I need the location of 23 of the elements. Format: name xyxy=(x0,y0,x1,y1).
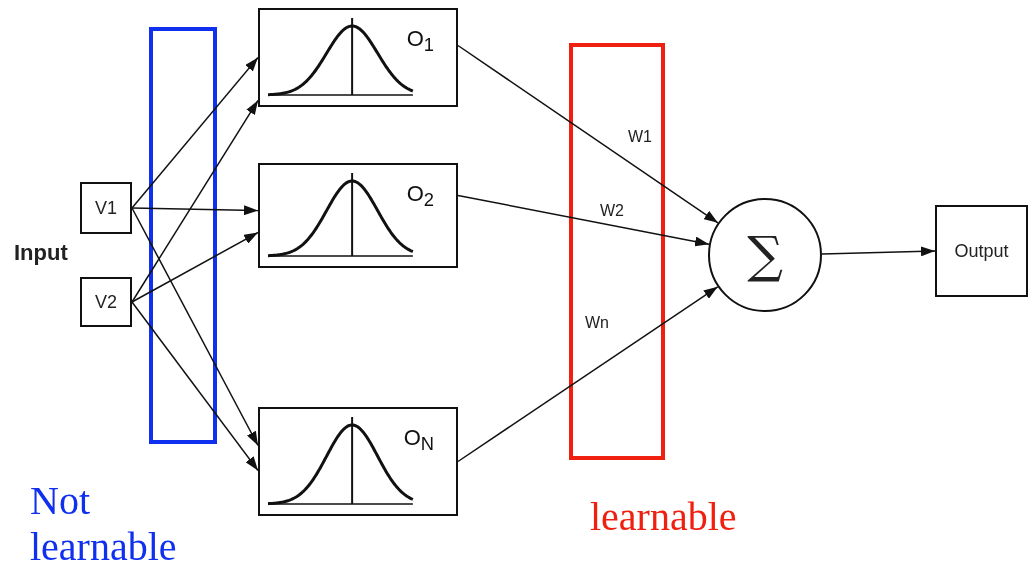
neuron-label: O$_{2}$ xyxy=(406,181,434,212)
arrow xyxy=(457,194,710,247)
neuron-box xyxy=(258,8,458,107)
neuron-label: O$_{N}$ xyxy=(403,425,434,456)
neuron-label: O$_{1}$ xyxy=(406,26,434,57)
arrow xyxy=(131,205,259,216)
arrow xyxy=(821,246,936,257)
summation-circle: ∑ xyxy=(708,198,822,312)
output-box: Output xyxy=(935,205,1028,297)
arrow xyxy=(131,207,259,447)
arrow xyxy=(457,286,719,463)
input-label: Input xyxy=(14,240,68,266)
arrow xyxy=(457,44,719,224)
region-label: Not learnable xyxy=(30,478,178,570)
arrow xyxy=(131,99,259,303)
arrow xyxy=(131,231,259,303)
input-box: V1 xyxy=(80,182,132,234)
input-box: V2 xyxy=(80,277,132,327)
arrow xyxy=(131,56,259,209)
neuron-box xyxy=(258,163,458,268)
arrow xyxy=(131,301,259,472)
region-label: learnable xyxy=(590,494,738,540)
neuron-box xyxy=(258,407,458,516)
